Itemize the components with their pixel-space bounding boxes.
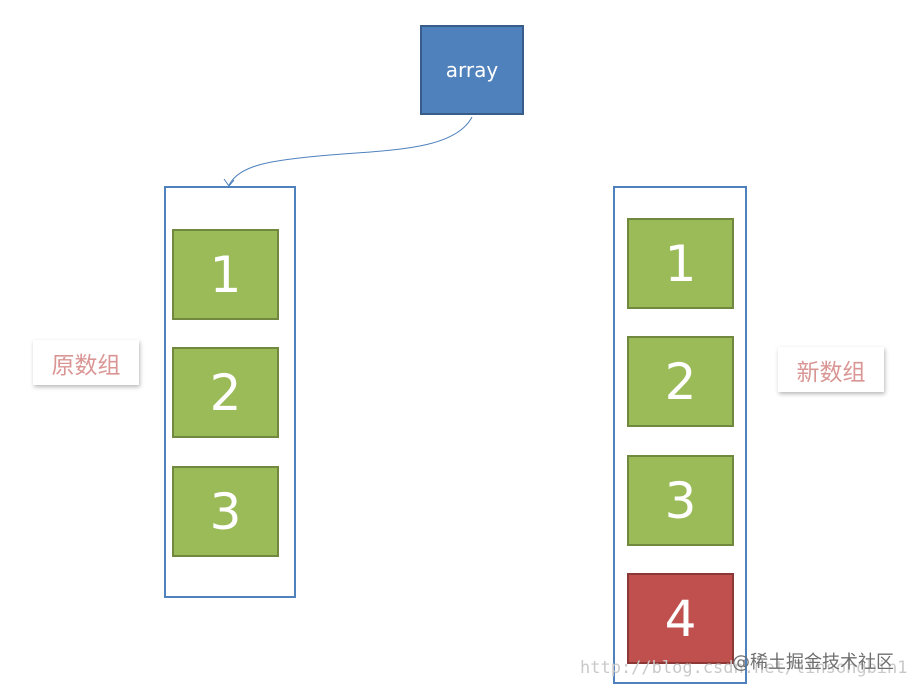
new-array-element-1: 1 [627, 218, 734, 309]
original-array-element-3: 3 [172, 466, 279, 557]
new-array-element-2: 2 [627, 336, 734, 427]
array-variable-box: array [420, 25, 524, 115]
original-array-element-3-value: 3 [209, 482, 242, 541]
reference-arrow-head [223, 178, 235, 187]
reference-arrow-line [228, 116, 473, 186]
new-array-element-2-value: 2 [664, 352, 697, 411]
original-array-element-2: 2 [172, 347, 279, 438]
new-array-added-element: 4 [627, 573, 734, 664]
original-array-element-1-value: 1 [209, 245, 242, 304]
new-array-element-3: 3 [627, 455, 734, 546]
original-array-element-1: 1 [172, 229, 279, 320]
new-array-element-3-value: 3 [664, 471, 697, 530]
new-array-caption-text: 新数组 [796, 359, 866, 386]
original-array-caption: 原数组 [33, 340, 139, 385]
original-array-element-2-value: 2 [209, 363, 242, 422]
new-array-caption: 新数组 [778, 347, 884, 392]
watermark-url: http://blog.csdn.net/linsongbin1 [580, 658, 908, 678]
original-array-caption-text: 原数组 [51, 352, 121, 379]
watermark-brand: @稀土掘金技术社区 [732, 652, 894, 673]
new-array-element-1-value: 1 [664, 234, 697, 293]
array-variable-label: array [445, 58, 499, 82]
new-array-added-element-value: 4 [664, 589, 697, 648]
